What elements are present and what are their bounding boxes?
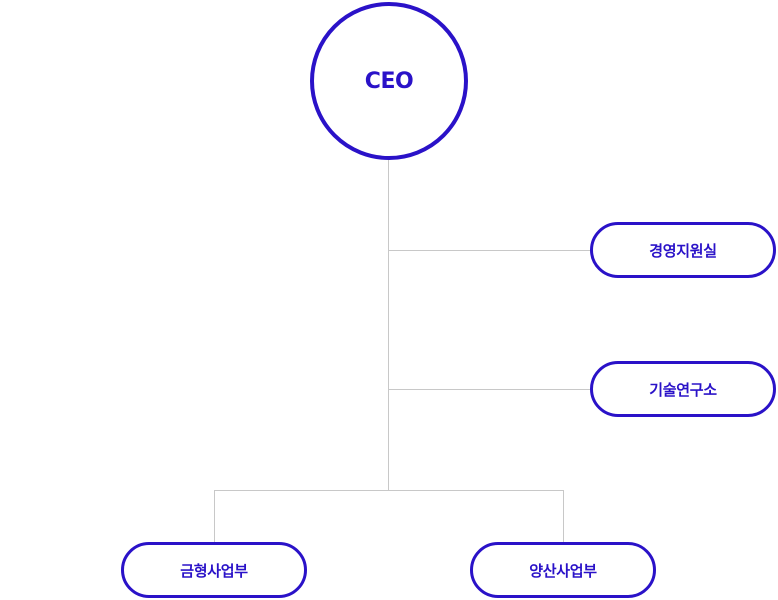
ceo-node: CEO: [310, 2, 468, 160]
ceo-label: CEO: [364, 68, 414, 94]
mold-division-label: 금형사업부: [180, 561, 248, 580]
connector-bottom-horizontal: [214, 490, 564, 491]
research-lab-label: 기술연구소: [649, 380, 717, 399]
connector-to-mass-production-division: [563, 490, 564, 542]
connector-to-research-lab: [388, 389, 590, 390]
research-lab-node: 기술연구소: [590, 361, 776, 417]
mold-division-node: 금형사업부: [121, 542, 307, 598]
management-support-label: 경영지원실: [649, 241, 717, 260]
management-support-node: 경영지원실: [590, 222, 776, 278]
connector-to-mold-division: [214, 490, 215, 542]
mass-production-division-label: 양산사업부: [529, 561, 597, 580]
connector-to-management-support: [388, 250, 590, 251]
connector-main-vertical: [388, 158, 389, 490]
mass-production-division-node: 양산사업부: [470, 542, 656, 598]
